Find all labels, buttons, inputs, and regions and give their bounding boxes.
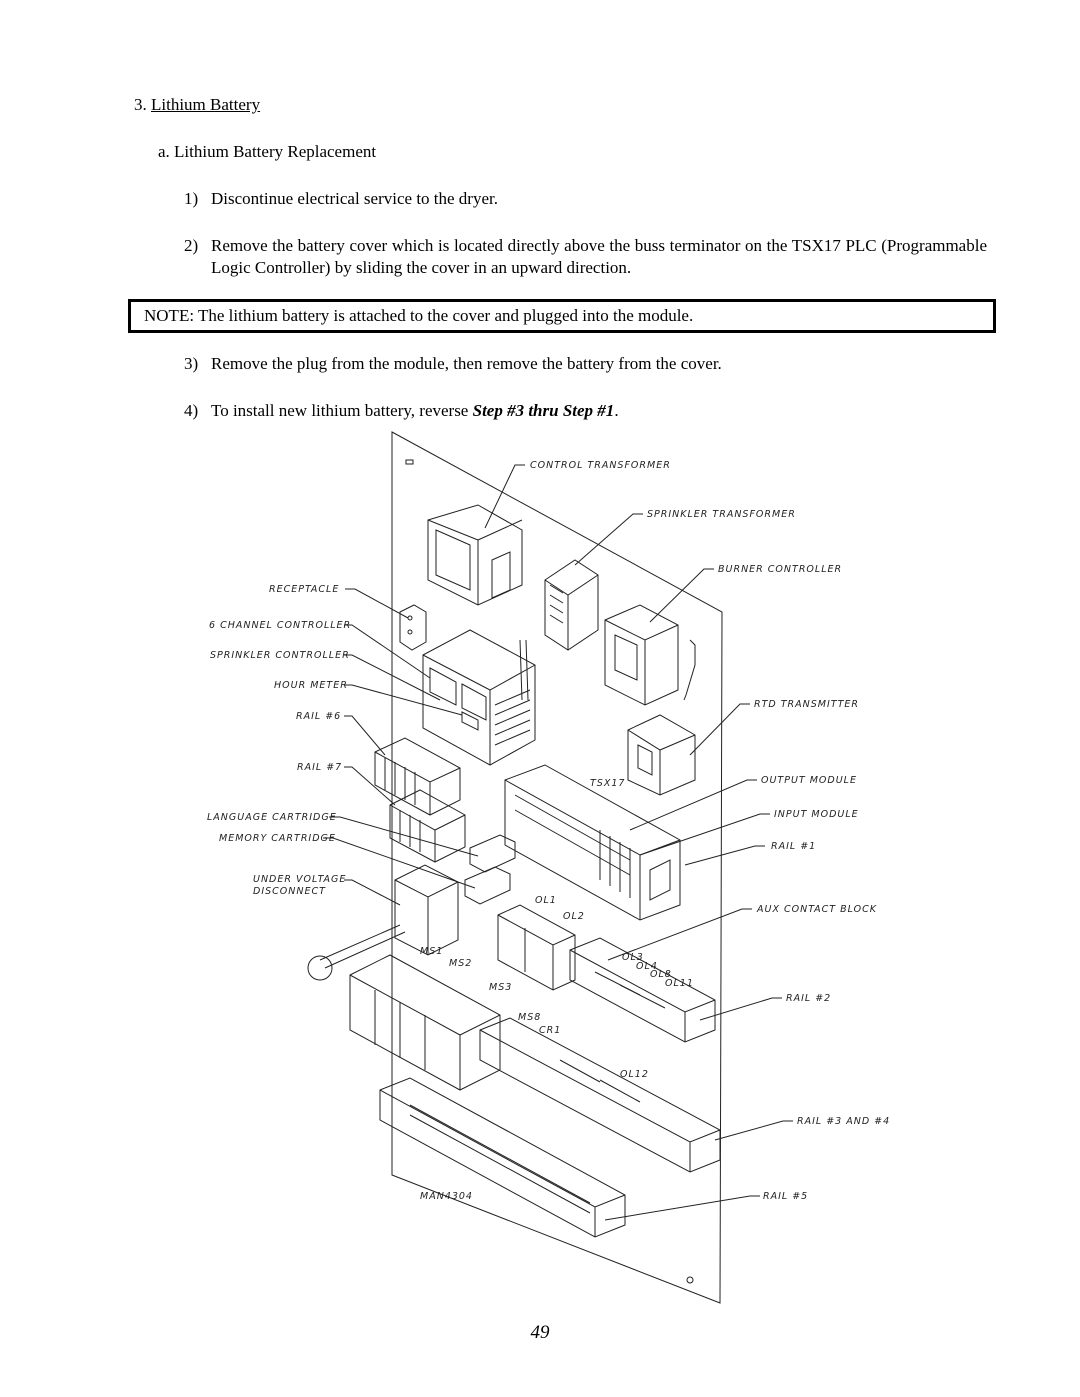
subsection-title: Lithium Battery Replacement	[174, 142, 377, 161]
rail-2-shape	[569, 937, 716, 1043]
label-ol1: OL1	[535, 895, 557, 906]
rail-6-shape	[374, 737, 461, 816]
step-4: 4) To install new lithium battery, rever…	[184, 400, 987, 422]
label-ol12: OL12	[620, 1069, 649, 1080]
step-text: Discontinue electrical service to the dr…	[211, 189, 498, 208]
step-1: 1) Discontinue electrical service to the…	[184, 188, 987, 210]
label-rail-2: RAIL #2	[786, 993, 831, 1004]
step-text: Remove the plug from the module, then re…	[211, 354, 722, 373]
sprinkler-transformer-shape	[544, 559, 599, 651]
receptacle-shape	[399, 604, 427, 651]
label-ol4: OL4	[636, 961, 658, 972]
label-rail-5: RAIL #5	[763, 1191, 808, 1202]
panel-hole	[686, 1276, 694, 1284]
step-text-before: To install new lithium battery, reverse	[211, 401, 473, 420]
label-man-code: MAN4304	[420, 1191, 473, 1202]
step-number: 4)	[184, 401, 199, 420]
label-output-module: OUTPUT MODULE	[761, 775, 857, 786]
label-cr1: CR1	[539, 1025, 561, 1036]
label-receptacle: RECEPTACLE	[269, 584, 339, 595]
label-memory-cartridge: MEMORY CARTRIDGE	[219, 833, 336, 844]
note-text: The lithium battery is attached to the c…	[198, 306, 694, 325]
rtd-transmitter-shape	[627, 714, 696, 796]
label-burner-controller: BURNER CONTROLLER	[718, 564, 842, 575]
note-box: NOTE: The lithium battery is attached to…	[128, 299, 996, 333]
step-text: To install new lithium battery, reverse …	[184, 400, 987, 422]
rail-3-4-shape	[479, 1017, 721, 1173]
label-rail-6: RAIL #6	[296, 711, 341, 722]
label-aux-contact-block: AUX CONTACT BLOCK	[756, 904, 877, 915]
label-language-cartridge: LANGUAGE CARTRIDGE	[207, 812, 337, 823]
label-ol2: OL2	[563, 911, 585, 922]
step-number: 2)	[184, 236, 199, 255]
page-number: 49	[530, 1322, 550, 1343]
label-sprinkler-transformer: SPRINKLER TRANSFORMER	[647, 509, 796, 520]
label-6-channel-controller: 6 CHANNEL CONTROLLER	[209, 620, 351, 631]
label-control-transformer: CONTROL TRANSFORMER	[530, 460, 671, 471]
label-ol3: OL3	[622, 952, 644, 963]
label-input-module: INPUT MODULE	[774, 809, 859, 820]
label-rail-7: RAIL #7	[297, 762, 342, 773]
rail-7-shape	[389, 789, 466, 863]
label-ms2: MS2	[449, 958, 472, 969]
control-transformer-shape	[427, 504, 523, 606]
rail-5-shape	[379, 1077, 626, 1238]
section-heading: 3. Lithium Battery	[134, 94, 260, 116]
label-rail-3-and-4: RAIL #3 AND #4	[797, 1116, 890, 1127]
label-hour-meter: HOUR METER	[274, 680, 348, 691]
subsection-label: a.	[158, 142, 170, 161]
label-disconnect: DISCONNECT	[253, 886, 326, 897]
section-number: 3.	[134, 95, 147, 114]
controllers-box-shape	[422, 629, 536, 766]
label-rail-1: RAIL #1	[771, 841, 816, 852]
step-number: 3)	[184, 354, 199, 373]
under-voltage-shape	[307, 864, 459, 981]
section-title: Lithium Battery	[151, 95, 261, 114]
step-text: Remove the battery cover which is locate…	[211, 236, 987, 277]
ol1-ol2-shape	[497, 904, 576, 991]
label-ol11: OL11	[665, 978, 694, 989]
label-ms8: MS8	[518, 1012, 541, 1023]
motor-starters-shape	[349, 954, 501, 1091]
label-under-voltage: UNDER VOLTAGE	[253, 874, 346, 885]
subsection-heading: a. Lithium Battery Replacement	[158, 141, 376, 163]
label-ms1: MS1	[420, 946, 443, 957]
label-ms3: MS3	[489, 982, 512, 993]
step-number: 1)	[184, 189, 199, 208]
label-tsx17: TSX17	[590, 778, 625, 789]
note-label: NOTE:	[144, 306, 195, 325]
label-rtd-transmitter: RTD TRANSMITTER	[754, 699, 859, 710]
label-ol8: OL8	[650, 969, 672, 980]
step-3: 3) Remove the plug from the module, then…	[184, 353, 987, 375]
panel-outline	[391, 431, 723, 1304]
burner-controller-shape	[604, 604, 696, 706]
panel-slot	[405, 459, 414, 465]
label-sprinkler-controller: SPRINKLER CONTROLLER	[210, 650, 350, 661]
step-2: 2) Remove the battery cover which is loc…	[184, 235, 987, 279]
language-cartridge-shape	[469, 834, 516, 873]
step-text-after: .	[614, 401, 619, 420]
step-emphasis: Step #3 thru Step #1	[472, 401, 615, 420]
memory-cartridge-shape	[464, 866, 511, 905]
